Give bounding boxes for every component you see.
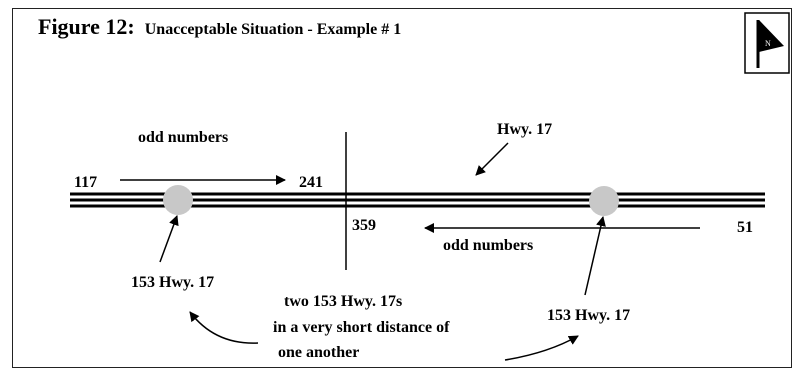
odd-numbers-label-bottom: odd numbers xyxy=(443,237,533,254)
note-line-3: one another xyxy=(278,344,359,361)
left-address-marker xyxy=(163,185,193,215)
left-marker-pointer xyxy=(159,215,179,263)
left-marker-label: 153 Hwy. 17 xyxy=(131,274,214,291)
figure-number: Figure 12: xyxy=(38,14,135,39)
right-marker-label: 153 Hwy. 17 xyxy=(547,307,630,324)
odd-numbers-label-top: odd numbers xyxy=(138,129,228,146)
note-line-2: in a very short distance of xyxy=(273,319,450,336)
north-arrow-flag-icon: N xyxy=(744,12,790,74)
figure-frame xyxy=(12,8,792,368)
note-line-1: two 153 Hwy. 17s xyxy=(284,293,402,310)
north-letter: N xyxy=(765,39,771,48)
right-address-marker xyxy=(589,186,619,216)
figure-subtitle: Unacceptable Situation - Example # 1 xyxy=(145,21,401,38)
right-marker-pointer xyxy=(584,216,606,296)
note-curve-arrow-right xyxy=(504,335,579,361)
highway-label-pointer xyxy=(475,142,509,176)
address-241: 241 xyxy=(299,174,323,191)
address-51: 51 xyxy=(737,219,753,236)
svg-text:Figure 12: Unacceptable Si: Figure 12: Unacceptable Situation - Exam… xyxy=(38,14,401,39)
address-359: 359 xyxy=(352,217,376,234)
note-curve-arrow-left xyxy=(189,311,259,344)
highway-label: Hwy. 17 xyxy=(497,121,552,138)
address-117: 117 xyxy=(74,174,97,191)
